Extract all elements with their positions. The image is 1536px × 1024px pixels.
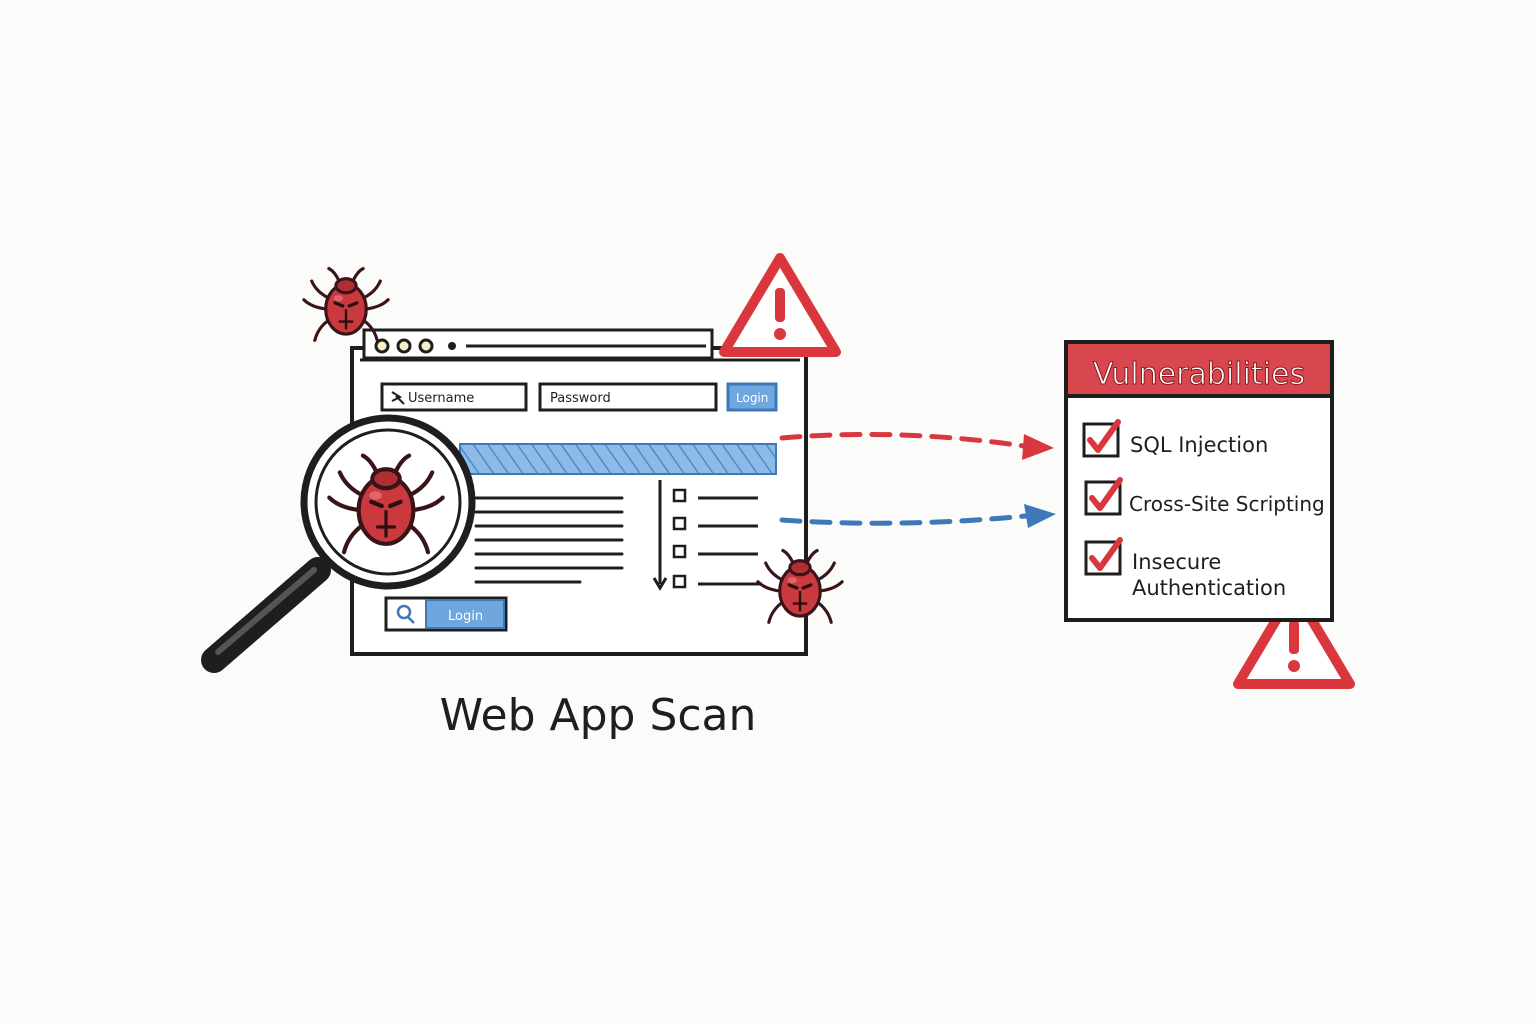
scroll-arrow-icon	[652, 577, 668, 591]
search-bar: Login	[384, 596, 508, 632]
search-icon[interactable]	[396, 604, 412, 620]
vulnerabilities-panel: Vulnerabilities SQL Injection Cross-Site…	[1064, 340, 1334, 622]
content-text-lines	[474, 496, 624, 584]
username-field[interactable]	[380, 382, 528, 412]
password-field[interactable]	[538, 382, 718, 412]
vulnerability-item: Cross-Site Scripting	[1086, 480, 1325, 516]
window-dot-icon	[418, 338, 434, 354]
address-bar-icon	[448, 342, 456, 350]
vulnerability-item: SQL Injection	[1084, 422, 1268, 457]
list-checkbox-icon[interactable]	[672, 544, 687, 559]
checkbox-icon[interactable]	[1084, 422, 1118, 456]
list-checkbox-icon[interactable]	[672, 574, 687, 589]
list-checkbox-icon[interactable]	[672, 488, 687, 503]
panel-title: Vulnerabilities	[1093, 357, 1305, 392]
magnifying-glass-icon	[201, 414, 476, 673]
panel-header	[1064, 340, 1334, 398]
red-arrow-icon	[779, 431, 1054, 460]
list-checkbox-icon[interactable]	[672, 516, 687, 531]
vulnerability-label: SQL Injection	[1130, 433, 1268, 457]
user-icon	[391, 391, 405, 405]
login-form: Username Password Login	[380, 382, 778, 412]
checkbox-icon[interactable]	[1086, 540, 1120, 574]
sidebar-list	[672, 488, 762, 589]
checkbox-icon[interactable]	[1086, 480, 1120, 514]
warning-icon	[724, 258, 836, 352]
window-dot-icon	[396, 338, 412, 354]
password-placeholder: Password	[550, 391, 611, 406]
vulnerability-label-line2: Authentication	[1132, 576, 1286, 600]
diagram-caption: Web App Scan	[440, 690, 757, 741]
blue-arrow-icon	[779, 504, 1056, 528]
username-placeholder: Username	[408, 391, 474, 406]
search-login-button[interactable]	[425, 599, 505, 629]
search-login-label: Login	[448, 609, 483, 624]
browser-toolbar	[362, 328, 714, 360]
content-banner	[459, 443, 777, 475]
vulnerability-label: Insecure	[1132, 550, 1221, 574]
window-dot-icon	[374, 338, 390, 354]
login-button-label: Login	[736, 391, 768, 405]
vulnerability-label: Cross-Site Scripting	[1129, 492, 1325, 516]
vulnerability-item: Insecure Authentication	[1086, 540, 1286, 600]
login-button[interactable]	[726, 382, 778, 412]
